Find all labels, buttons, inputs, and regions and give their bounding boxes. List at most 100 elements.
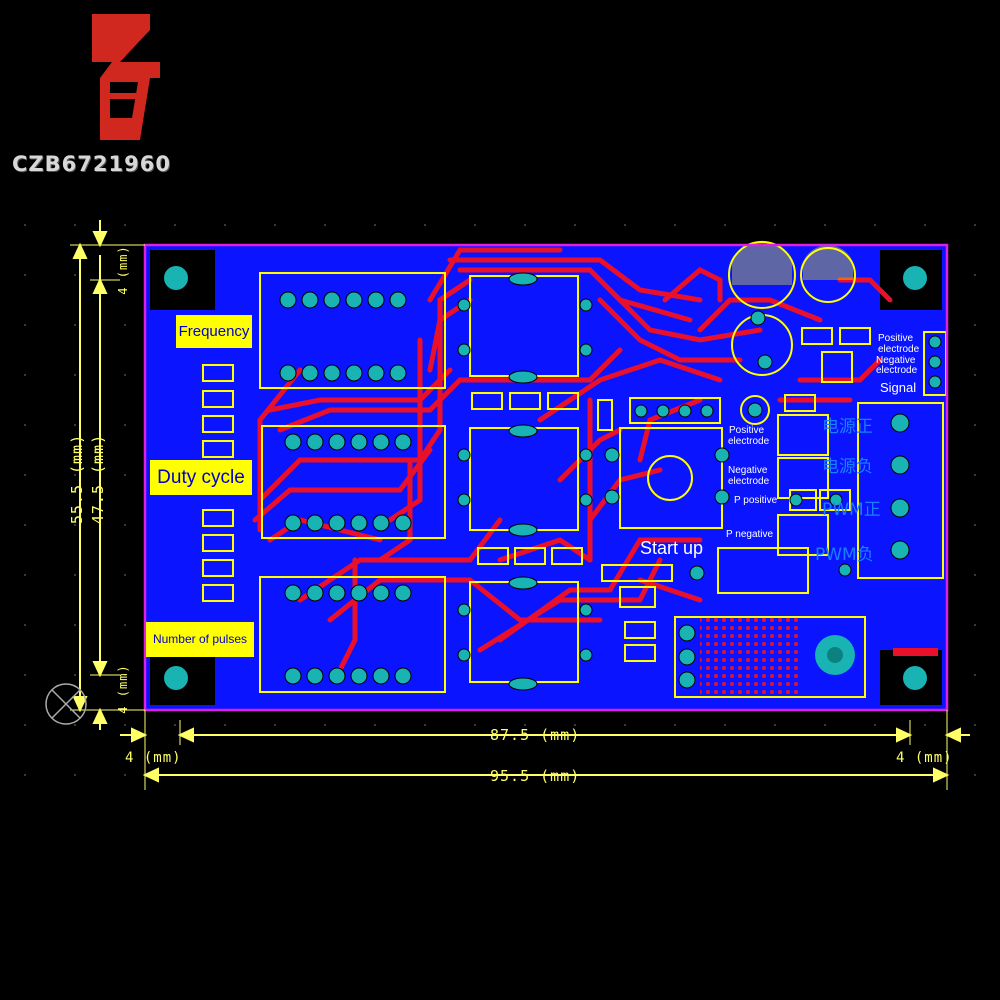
label-number-of-pulses: Number of pulses bbox=[146, 622, 254, 657]
encoder-pin bbox=[328, 667, 346, 685]
brand-name: CZB6721960 bbox=[12, 152, 171, 176]
mounting-hole-tr bbox=[903, 266, 927, 290]
label-negative-electrode-mid-1: Negative bbox=[728, 465, 768, 476]
encoder-pin bbox=[279, 291, 297, 309]
dim-bottom-margin: 4 (mm) bbox=[116, 664, 130, 714]
digit-oval-pad bbox=[508, 272, 538, 286]
silk-pwm-negative: PWM负 bbox=[815, 545, 874, 565]
pcb-pads bbox=[279, 272, 942, 691]
header-pin bbox=[700, 404, 714, 418]
encoder-pin bbox=[372, 514, 390, 532]
label-frequency: Frequency bbox=[176, 315, 252, 348]
label-positive-electrode-mid-1: Positive bbox=[729, 425, 765, 436]
encoder-pin bbox=[394, 514, 412, 532]
digit-pin bbox=[457, 603, 471, 617]
component-pin bbox=[714, 447, 730, 463]
encoder-pin bbox=[389, 364, 407, 382]
label-positive-electrode-top-2: electrode bbox=[878, 344, 920, 355]
encoder-pin bbox=[306, 433, 324, 451]
encoder-duty-outline bbox=[261, 425, 446, 539]
header-pin bbox=[656, 404, 670, 418]
component-pin bbox=[747, 402, 763, 418]
header-pin bbox=[928, 375, 942, 389]
encoder-pin bbox=[389, 291, 407, 309]
connector-silk-text: 电源正 电源负 PWM正 PWM负 bbox=[815, 417, 881, 565]
label-positive-electrode-mid-2: electrode bbox=[728, 436, 770, 447]
encoder-pin bbox=[306, 667, 324, 685]
header-pin bbox=[928, 355, 942, 369]
component-pin bbox=[757, 354, 773, 370]
dim-width-inner: 87.5 (mm) bbox=[490, 726, 581, 744]
encoder-pin bbox=[394, 584, 412, 602]
encoder-pin bbox=[284, 584, 302, 602]
digit-oval-pad bbox=[508, 370, 538, 384]
component-pin bbox=[604, 489, 620, 505]
digit-pin bbox=[579, 648, 593, 662]
label-signal: Signal bbox=[880, 380, 917, 395]
digit-oval-pad bbox=[508, 677, 538, 691]
encoder-pin bbox=[328, 584, 346, 602]
encoder-pin bbox=[328, 433, 346, 451]
encoder-pin bbox=[284, 433, 302, 451]
digit-oval-pad bbox=[508, 424, 538, 438]
encoder-pin bbox=[284, 514, 302, 532]
encoder-pin bbox=[367, 291, 385, 309]
encoder-pin bbox=[345, 291, 363, 309]
component-pin bbox=[714, 489, 730, 505]
encoder-pin bbox=[345, 364, 363, 382]
silk-pwm-positive: PWM正 bbox=[822, 500, 881, 520]
label-positive-electrode-top-1: Positive bbox=[878, 333, 914, 344]
header-pin bbox=[838, 563, 852, 577]
encoder-pin bbox=[394, 433, 412, 451]
encoder-frequency-outline bbox=[259, 272, 446, 389]
label-negative-electrode-top-1: Negative bbox=[876, 355, 916, 366]
digit-pin bbox=[579, 493, 593, 507]
header-pin bbox=[789, 493, 803, 507]
terminal-pin bbox=[890, 413, 910, 433]
label-p-negative: P negative bbox=[726, 529, 774, 540]
encoder-pin bbox=[350, 667, 368, 685]
dimension-lines bbox=[70, 220, 970, 790]
encoder-pin bbox=[350, 514, 368, 532]
encoder-pin bbox=[306, 514, 324, 532]
terminal-pin bbox=[890, 455, 910, 475]
encoder-pin bbox=[372, 667, 390, 685]
encoder-pin bbox=[279, 364, 297, 382]
component-pin bbox=[750, 310, 766, 326]
encoder-pin bbox=[350, 433, 368, 451]
dim-height-inner: 47.5 (mm) bbox=[89, 433, 107, 525]
digit-pin bbox=[579, 448, 593, 462]
fiducial-marker bbox=[45, 683, 87, 725]
component-pin bbox=[604, 447, 620, 463]
component-pin bbox=[689, 565, 705, 581]
label-start-up: Start up bbox=[640, 538, 704, 558]
encoder-pulses-outline bbox=[259, 576, 446, 693]
header-pin bbox=[928, 335, 942, 349]
digit-pin bbox=[457, 343, 471, 357]
mounting-hole-tl bbox=[164, 266, 188, 290]
digit-pin bbox=[457, 448, 471, 462]
encoder-pin bbox=[323, 364, 341, 382]
capacitor-hatch bbox=[732, 240, 792, 285]
label-negative-electrode-mid-2: electrode bbox=[728, 476, 770, 487]
dim-left-margin: 4 (mm) bbox=[125, 750, 182, 766]
header-pin bbox=[634, 404, 648, 418]
terminal-pin bbox=[890, 540, 910, 560]
header-pin bbox=[678, 404, 692, 418]
terminal-pin bbox=[890, 498, 910, 518]
digit-pin bbox=[579, 343, 593, 357]
board-outline bbox=[143, 243, 949, 712]
terminal-pin bbox=[678, 648, 696, 666]
brand-logo bbox=[92, 14, 160, 140]
dim-top-margin: 4 (mm) bbox=[116, 245, 130, 295]
header-pin bbox=[829, 493, 843, 507]
mounting-hole-br bbox=[903, 666, 927, 690]
label-p-positive: P positive bbox=[734, 495, 778, 506]
silk-power-positive: 电源正 bbox=[822, 417, 873, 437]
label-negative-electrode-top-2: electrode bbox=[876, 365, 918, 376]
silk-power-negative: 电源负 bbox=[822, 457, 873, 477]
pcb-board bbox=[145, 245, 947, 710]
capacitor-hatch-2 bbox=[803, 245, 853, 280]
dim-height-total: 55.5 (mm) bbox=[68, 433, 86, 525]
